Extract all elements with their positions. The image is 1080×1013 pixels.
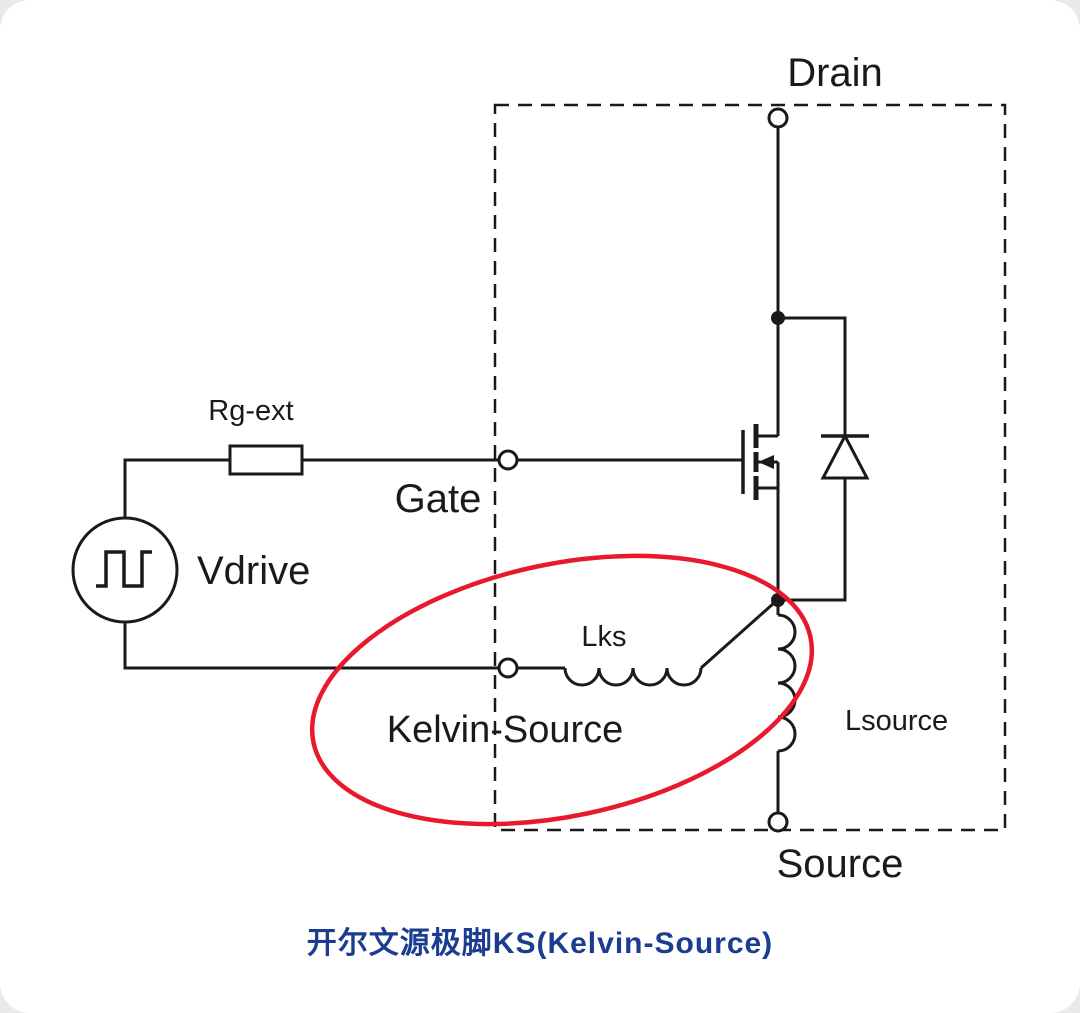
rg-ext-label: Rg-ext bbox=[208, 395, 293, 427]
drain-label: Drain bbox=[787, 51, 883, 95]
wire-drive-bottom bbox=[123, 622, 499, 670]
kelvin-source-terminal bbox=[497, 657, 519, 679]
lsource-inductor bbox=[777, 613, 797, 753]
source-label: Source bbox=[777, 842, 904, 886]
lks-inductor bbox=[563, 667, 703, 687]
vdrive-source bbox=[71, 516, 179, 624]
vdrive-label: Vdrive bbox=[197, 549, 310, 593]
source-terminal bbox=[767, 811, 789, 833]
rg-ext-resistor bbox=[228, 444, 304, 476]
caption: 开尔文源极脚KS(Kelvin-Source) bbox=[306, 927, 774, 960]
wire-diode-bottom bbox=[778, 478, 847, 602]
wire-lks-diagonal bbox=[700, 601, 775, 670]
gate-label: Gate bbox=[395, 477, 482, 521]
highlight-ellipse bbox=[309, 553, 815, 827]
gate-terminal bbox=[497, 449, 519, 471]
wire-diode-top bbox=[778, 316, 847, 436]
diode-triangle-icon bbox=[820, 432, 870, 480]
lks-label: Lks bbox=[581, 621, 626, 653]
lsource-label: Lsource bbox=[845, 705, 948, 737]
square-wave-icon bbox=[96, 550, 152, 588]
wire-drive-top-left bbox=[123, 458, 230, 518]
junction-dot-drain bbox=[771, 311, 785, 325]
mosfet-symbol bbox=[741, 424, 780, 500]
body-diode bbox=[820, 432, 870, 480]
drain-terminal bbox=[767, 107, 789, 129]
dashed-package-outline bbox=[493, 103, 1007, 832]
kelvin-source-label: Kelvin-Source bbox=[387, 709, 624, 751]
mosfet-body-arrow-icon bbox=[758, 455, 774, 469]
